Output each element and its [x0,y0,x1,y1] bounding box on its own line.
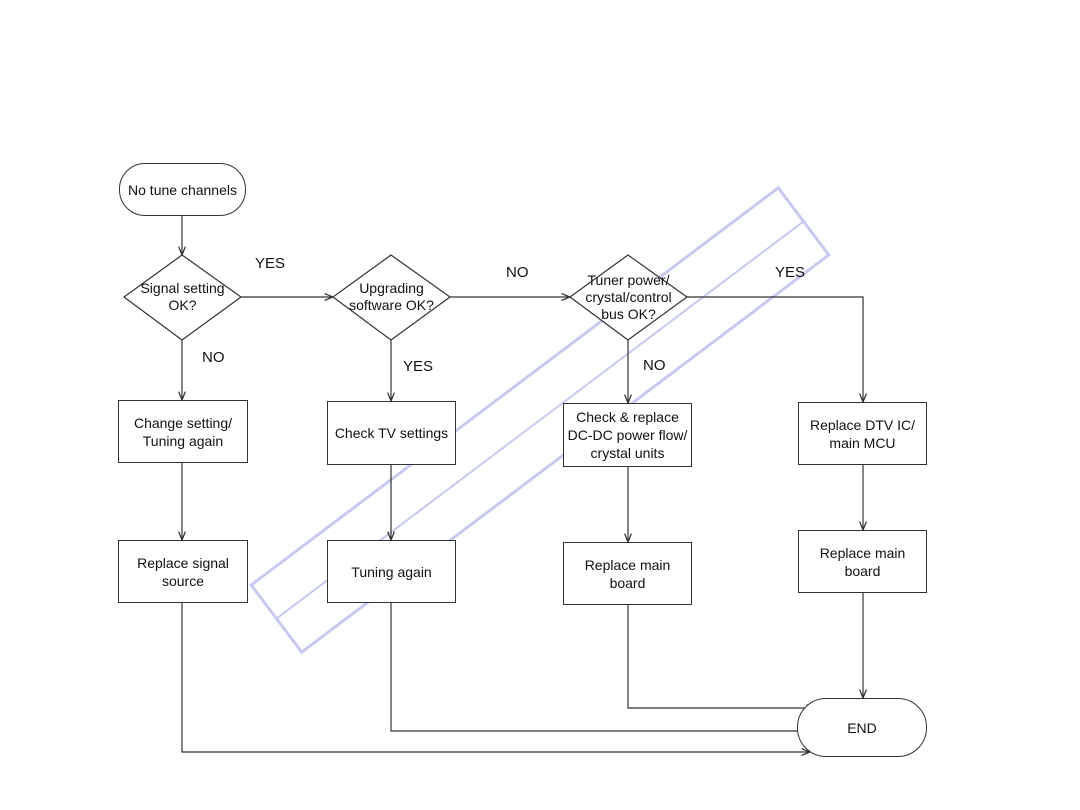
start-node: No tune channels [119,163,246,216]
check-tv-settings-box: Check TV settings [327,401,456,465]
replace-signal-box: Replace signal source [118,540,248,603]
replace-main-board-box-1: Replace main board [563,542,692,605]
label-tuner-no: NO [643,357,666,374]
decision-signal-text: Signal setting OK? [140,280,225,313]
edge-tuner-to-dtv [687,296,863,402]
decision-software-text: Upgrading software OK? [349,280,434,313]
decision-software-shape [331,254,452,341]
decision-signal-shape [122,254,243,341]
label-signal-no: NO [202,349,225,366]
label-software-no: NO [506,264,529,281]
edge-main1-to-end [627,605,815,708]
label-signal-yes: YES [255,255,286,272]
edge-signalsrc-to-end [181,603,810,752]
decision-tuner-text: Tuner power/ crystal/control bus OK? [585,271,672,322]
label-tuner-yes: YES [775,264,806,281]
tuning-again-box: Tuning again [327,540,456,603]
edge-tuning-to-end [390,603,810,731]
end-node: END [797,698,927,757]
decision-tuner-shape [568,254,689,341]
change-setting-box: Change setting/ Tuning again [118,400,248,463]
label-software-yes: YES [403,358,434,375]
check-replace-box: Check & replace DC-DC power flow/ crysta… [563,403,692,467]
replace-dtv-box: Replace DTV IC/ main MCU [798,402,927,465]
replace-main-board-box-2: Replace main board [798,530,927,593]
